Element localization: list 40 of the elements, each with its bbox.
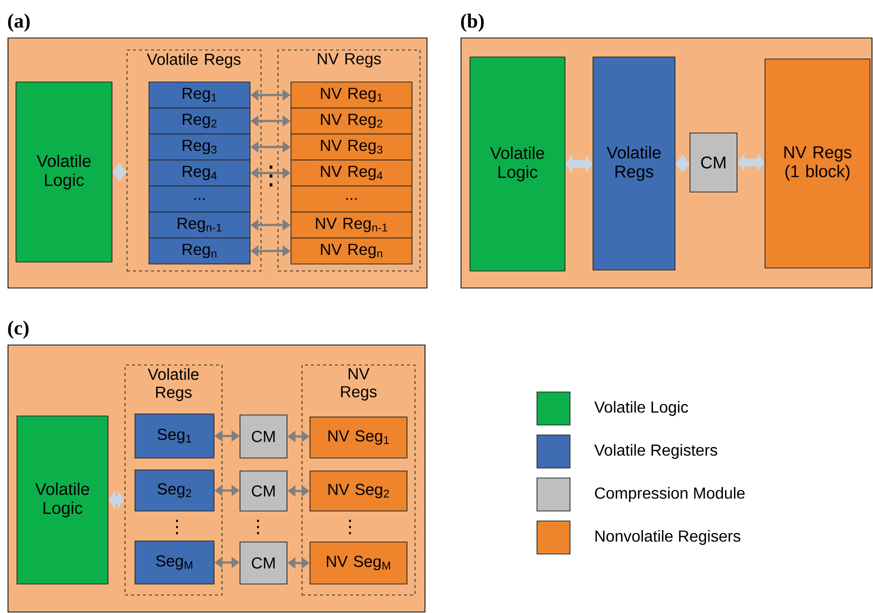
legend-text: Nonvolatile Regisers: [596, 530, 740, 545]
node-label: (a): [8, 14, 30, 32]
legend-text: Volatile Logic: [594, 401, 688, 416]
register-box: ...: [148, 186, 250, 212]
register-box: Reg$_{4}$: [148, 160, 250, 186]
logic-block: Volatile Logic: [16, 82, 112, 262]
nv-register-box: NV Seg$_{M}$: [310, 542, 408, 584]
nv-register-box: NV Reg$_{n}$: [290, 238, 412, 264]
nv-register-box: NV Reg$_{n-1}$: [290, 212, 412, 238]
nv-register-box: NV Seg$_{1}$: [310, 416, 408, 458]
logic-block: Volatile Logic: [16, 416, 108, 584]
register-box: Volatile Regs: [592, 56, 676, 270]
nv-register-box: NV Seg$_{2}$: [310, 470, 408, 512]
register-box: Reg$_{1}$: [148, 82, 250, 108]
nv-register-box: ...: [290, 186, 412, 212]
node-label: (c): [8, 320, 29, 339]
compression-module: CM: [240, 470, 288, 512]
logic-block: Volatile Logic: [470, 56, 566, 272]
ellipsis-mark: ⋮: [257, 520, 259, 534]
ellipsis-mark: ⋮: [176, 520, 178, 534]
nv-register-box: NV Reg$_{3}$: [290, 134, 412, 160]
register-box: Reg$_{n}$: [148, 238, 250, 264]
nv-register-box: NV Reg$_{1}$: [290, 82, 412, 108]
register-box: Seg$_{2}$: [134, 470, 214, 512]
legend-text: Volatile Registers: [594, 444, 718, 459]
ellipsis-mark: ⋮: [270, 166, 272, 186]
register-box: Seg$_{M}$: [134, 540, 214, 584]
nv-register-box: NV Reg$_{4}$: [290, 160, 412, 186]
register-box: Seg$_{1}$: [134, 414, 214, 458]
register-box: Reg$_{n-1}$: [148, 212, 250, 238]
register-box: Reg$_{3}$: [148, 134, 250, 160]
register-box: Reg$_{2}$: [148, 108, 250, 134]
ellipsis-mark: ⋮: [349, 520, 351, 534]
legend-text: Compression Module: [595, 487, 745, 502]
compression-module: CM: [240, 542, 288, 584]
compression-module: CM: [690, 132, 738, 192]
nv-register-box: NV Regs (1 block): [764, 58, 870, 268]
nv-register-box: NV Reg$_{2}$: [290, 108, 412, 134]
compression-module: CM: [240, 414, 288, 458]
node-label: (b): [461, 14, 484, 32]
